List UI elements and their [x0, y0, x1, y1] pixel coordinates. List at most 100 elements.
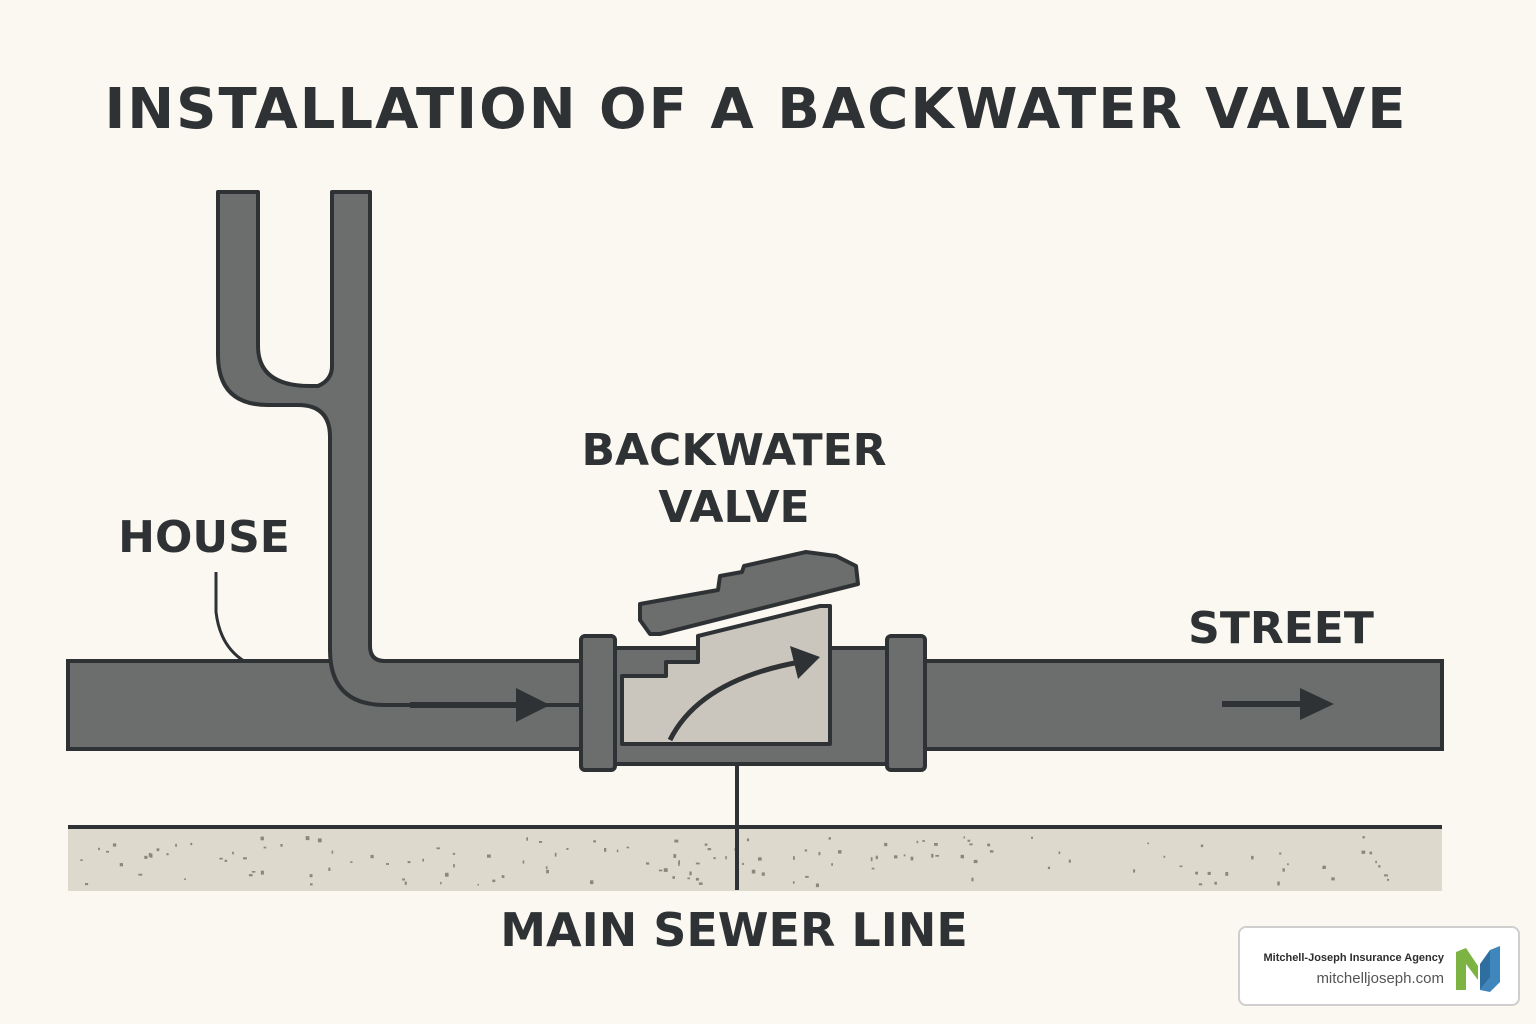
arrowhead-icon — [516, 688, 550, 722]
diagram-title: INSTALLATION OF A BACKWATER VALVE — [104, 77, 1407, 142]
street-label: STREET — [1188, 603, 1374, 654]
soil-speck — [566, 848, 569, 850]
soil-speck — [232, 851, 234, 855]
soil-speck — [828, 837, 831, 840]
soil-speck — [190, 842, 193, 846]
soil-speck — [1251, 855, 1254, 860]
backwater-valve-label-line2: VALVE — [658, 482, 809, 533]
soil-speck — [1361, 850, 1366, 854]
soil-speck — [386, 863, 389, 865]
mj-logo-icon — [1456, 946, 1500, 992]
soil-speck — [742, 862, 744, 865]
brand-badge[interactable]: Mitchell-Joseph Insurance Agency mitchel… — [1238, 926, 1520, 1006]
soil-speck — [404, 881, 407, 885]
soil-speck — [604, 848, 607, 852]
soil-speck — [492, 879, 496, 883]
soil-speck — [590, 880, 594, 885]
soil-speck — [971, 877, 974, 882]
soil-speck — [445, 872, 449, 877]
soil-speck — [626, 846, 630, 849]
soil-speck — [453, 864, 455, 868]
valve-flow-arrow — [667, 659, 801, 742]
soil-speck — [317, 838, 322, 843]
soil-speck — [804, 849, 808, 852]
soil-speck — [616, 849, 619, 853]
soil-speck — [746, 838, 750, 842]
brand-url[interactable]: mitchelljoseph.com — [1316, 970, 1444, 987]
soil-speck — [310, 883, 313, 886]
soil-speck — [989, 850, 994, 853]
soil-speck — [805, 875, 809, 878]
soil-speck — [309, 874, 313, 878]
soil-speck — [98, 847, 100, 851]
soil-speck — [1375, 860, 1377, 864]
soil-speck — [477, 883, 479, 886]
soil-speck — [870, 857, 873, 862]
soil-speck — [1207, 871, 1211, 875]
soil-speck — [1279, 852, 1282, 855]
soil-speck — [658, 869, 663, 872]
soil-speck — [815, 883, 819, 888]
soil-speck — [243, 857, 247, 860]
soil-speck — [1378, 865, 1381, 868]
soil-speck — [689, 871, 692, 876]
soil-speck — [1362, 836, 1365, 839]
valve-flow-arrowhead-icon — [790, 646, 820, 679]
soil-speck — [144, 855, 148, 859]
soil-speck — [407, 861, 411, 864]
soil-speck — [1068, 859, 1071, 863]
soil-speck — [1277, 881, 1280, 886]
soil-speck — [963, 836, 965, 839]
soil-speck — [328, 867, 331, 871]
soil-speck — [1200, 844, 1204, 848]
soil-speck — [1147, 842, 1150, 845]
backwater-valve-label-line1: BACKWATER — [581, 425, 886, 476]
soil-speck — [1369, 851, 1373, 855]
soil-speck — [751, 869, 756, 874]
soil-speck — [987, 843, 991, 847]
soil-speck — [935, 855, 939, 857]
house-leader-line — [214, 572, 245, 663]
soil-specks — [80, 836, 1390, 888]
soil-speck — [1282, 868, 1285, 872]
soil-speck — [436, 847, 440, 850]
soil-speck — [884, 842, 888, 847]
soil-speck — [119, 863, 123, 867]
soil-speck — [219, 857, 223, 860]
soil-speck — [967, 839, 971, 842]
soil-speck — [969, 843, 973, 846]
soil-speck — [758, 857, 762, 861]
house-label: HOUSE — [118, 512, 290, 563]
soil-speck — [707, 848, 712, 851]
drain-stack-pipe — [216, 190, 590, 707]
soil-speck — [148, 852, 152, 857]
soil-speck — [646, 862, 650, 865]
soil-speck — [1195, 871, 1198, 875]
soil-speck — [1322, 865, 1326, 869]
soil-speck — [546, 869, 549, 874]
soil-speck — [695, 862, 700, 865]
soil-speck — [1225, 872, 1229, 876]
soil-speck — [672, 876, 675, 879]
soil-speck — [698, 882, 703, 885]
soil-speck — [761, 872, 765, 876]
soil-speck — [1287, 863, 1289, 866]
street-pipe — [916, 659, 1444, 751]
soil-speck — [522, 860, 525, 864]
ground-layer — [68, 825, 1442, 891]
soil-speck — [818, 851, 821, 856]
soil-speck — [1058, 851, 1061, 855]
soil-speck — [663, 868, 668, 872]
soil-speck — [1331, 877, 1335, 881]
soil-speck — [1384, 874, 1388, 877]
soil-speck — [440, 881, 442, 885]
soil-speck — [678, 860, 680, 864]
soil-speck — [175, 843, 177, 847]
soil-speck — [106, 850, 109, 853]
soil-speck — [85, 883, 89, 886]
soil-speck — [792, 881, 795, 884]
soil-speck — [793, 856, 795, 860]
soil-speck — [1163, 855, 1166, 858]
soil-speck — [263, 846, 267, 849]
